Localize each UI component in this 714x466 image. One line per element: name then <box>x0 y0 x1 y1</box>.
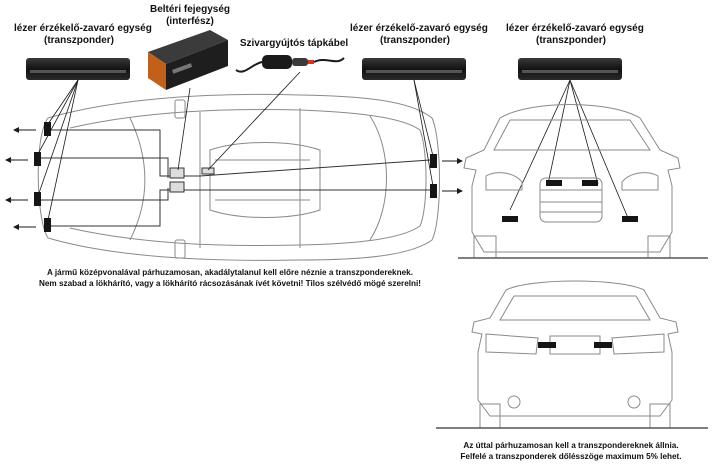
tilt-note-line2: Felfelé a transzponderek dőlésszöge maxi… <box>460 452 682 461</box>
transponder-right-title: lézer érzékelő-zavaró egység <box>506 23 644 34</box>
transponder-module-icon <box>362 58 466 80</box>
mounting-note-line1: A jármű középvonalával párhuzamosan, aka… <box>47 268 413 277</box>
top-transponder-markers <box>34 122 437 232</box>
transponder-right-subtitle: (transzponder) <box>536 35 606 46</box>
interface-title: Beltéri fejegység <box>149 4 231 15</box>
car-top-view <box>37 93 440 261</box>
transponder-left-subtitle: (transzponder) <box>44 35 114 46</box>
transponder-left-title: lézer érzékelő-zavaró egység <box>14 23 152 34</box>
transponder-middle-subtitle: (transzponder) <box>380 35 450 46</box>
transponder-module-icon <box>26 58 130 80</box>
tilt-note-line1: Az úttal párhuzamosan kell a transzponde… <box>463 441 679 450</box>
cable-title: Szivargyújtós tápkábel <box>239 38 349 49</box>
transponder-middle-title: lézer érzékelő-zavaró egység <box>350 23 488 34</box>
lighter-cable-icon <box>235 55 345 73</box>
mounting-note-line2: Nem szabad a lökhárító, vagy a lökhárító… <box>38 279 422 288</box>
interface-subtitle: (interfész) <box>166 16 214 27</box>
wiring-lines <box>40 129 431 227</box>
interface-box-icon <box>148 30 228 90</box>
front-transponder-markers <box>502 180 638 222</box>
arrow-icon <box>5 127 463 230</box>
car-front-view <box>463 104 681 259</box>
callout-lines <box>37 71 629 221</box>
transponder-module-icon <box>518 58 622 80</box>
rear-transponder-markers <box>538 342 612 348</box>
car-rear-view <box>471 280 679 429</box>
